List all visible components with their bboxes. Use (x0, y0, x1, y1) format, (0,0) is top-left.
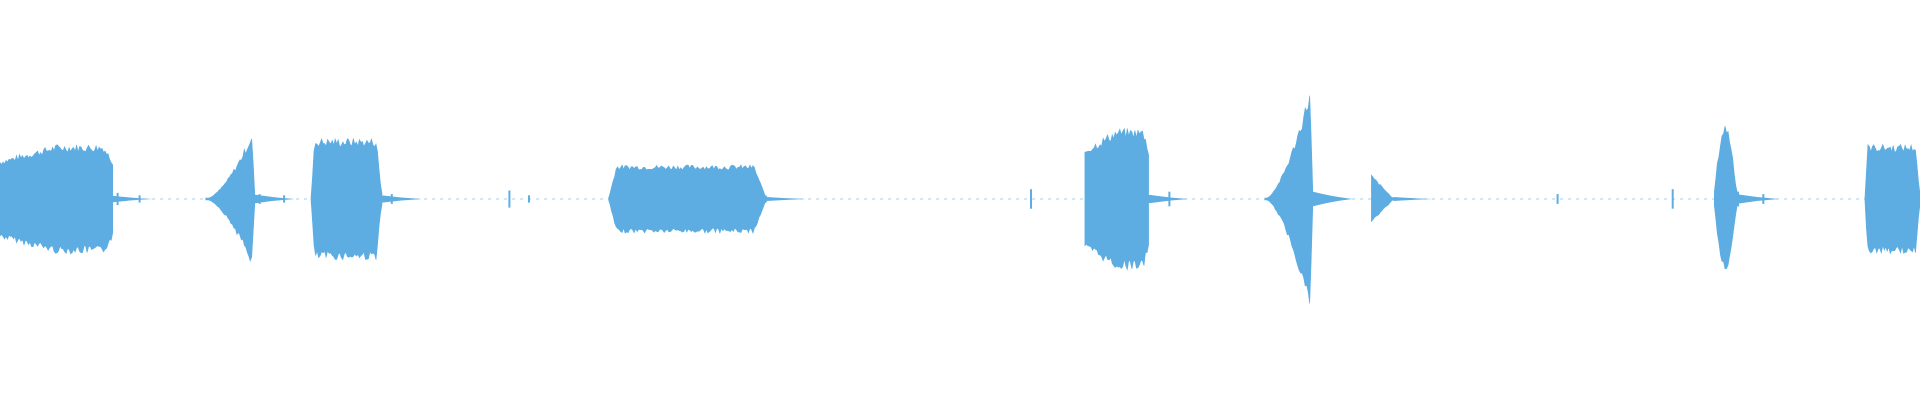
waveform-blip-3 (258, 194, 261, 204)
waveform-segment-7 (1371, 174, 1394, 223)
waveform-segment-tail-8 (1738, 194, 1779, 204)
waveform-segment-tail-4 (766, 196, 807, 202)
waveform-blip-13 (1762, 194, 1765, 204)
waveform-segment-9 (1864, 143, 1920, 255)
waveform-blip-6 (508, 190, 511, 208)
waveform-blip-9 (1168, 191, 1171, 207)
waveform-segment-2 (205, 138, 255, 262)
waveform-blip-8 (1030, 189, 1032, 209)
waveform-segment-tail-7 (1393, 197, 1434, 201)
waveform-segment-5 (1084, 127, 1149, 271)
waveform-segment-1 (0, 144, 113, 255)
waveform-blip-5 (390, 194, 393, 204)
waveform-blip-1 (116, 192, 119, 206)
waveform-segment-tail-2 (254, 194, 295, 204)
waveform-blip-10 (1321, 194, 1324, 204)
waveform-segment-6 (1264, 95, 1313, 304)
waveform-segments (0, 95, 1920, 304)
waveform-segment-8 (1714, 126, 1740, 270)
waveform-segment-4 (608, 164, 767, 235)
waveform-blip-4 (283, 195, 286, 203)
waveform-blip-7 (528, 195, 530, 203)
waveform-segment-tail-1 (112, 195, 153, 203)
waveform-blip-11 (1556, 194, 1559, 204)
waveform-segment-tail-6 (1312, 191, 1353, 207)
waveform-blip-2 (138, 195, 141, 203)
waveform-segment-tail-3 (382, 195, 423, 203)
waveform-segment-3 (310, 137, 383, 261)
waveform-blips (116, 189, 1765, 209)
waveform-blip-12 (1671, 189, 1674, 209)
